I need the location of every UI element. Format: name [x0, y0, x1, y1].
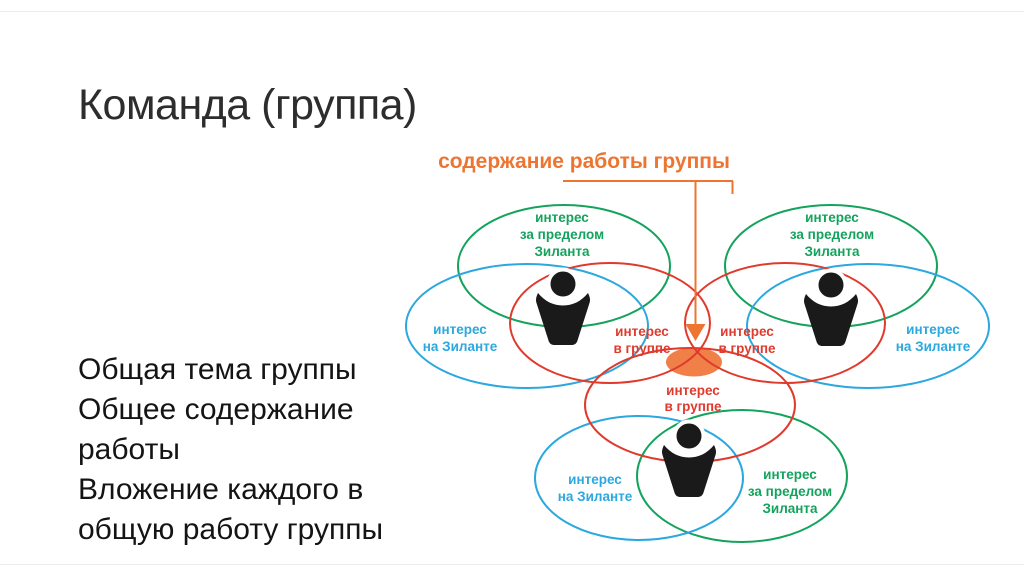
- label-line: Зиланта: [804, 244, 860, 259]
- label-outside-left: интерес за пределом Зиланта: [520, 210, 604, 259]
- bullet-item: Общая тема группы: [78, 353, 357, 386]
- label-line: за пределом: [790, 227, 874, 242]
- bullet-list: Общая тема группы Общее содержание работ…: [78, 350, 463, 550]
- label-line: в группе: [718, 341, 776, 356]
- label-line: интерес: [720, 324, 774, 339]
- label-line: за пределом: [748, 484, 832, 499]
- person-head: [672, 419, 706, 453]
- person-body: [536, 293, 590, 345]
- person-head: [814, 268, 848, 302]
- label-line: за пределом: [520, 227, 604, 242]
- bullet-item: Общее содержание работы: [78, 393, 354, 466]
- label-line: Зиланта: [534, 244, 590, 259]
- label-line: интерес: [906, 322, 960, 337]
- label-line: интерес: [568, 472, 622, 487]
- label-line: интерес: [433, 322, 487, 337]
- label-group-left: интерес в группе: [613, 324, 671, 356]
- person-icon-bottom: [662, 419, 716, 497]
- label-outside-bottom: интерес за пределом Зиланта: [748, 467, 832, 516]
- ellipse-zilant-right: [746, 263, 990, 389]
- label-line: на Зиланте: [896, 339, 971, 354]
- ellipse-group-right: [684, 262, 886, 384]
- ellipse-outside-bottom: [636, 409, 848, 543]
- person-head: [546, 267, 580, 301]
- callout-arrow-head-icon: [685, 324, 706, 341]
- label-line: в группе: [613, 341, 671, 356]
- person-body: [662, 445, 716, 497]
- label-line: интерес: [666, 383, 720, 398]
- slide-bottom-border: [0, 564, 1024, 565]
- label-zilant-bottom: интерес на Зиланте: [558, 472, 633, 504]
- bullet-item: Вложение каждого в общую работу группы: [78, 473, 384, 546]
- label-outside-right: интерес за пределом Зиланта: [790, 210, 874, 259]
- callout-label: содержание работы группы: [438, 150, 730, 173]
- person-icon-right: [804, 268, 858, 346]
- label-line: интерес: [615, 324, 669, 339]
- ellipse-zilant-bottom: [534, 415, 744, 541]
- label-group-bottom: интерес в группе: [664, 383, 722, 414]
- label-line: интерес: [763, 467, 817, 482]
- person-body: [804, 294, 858, 346]
- slide-title: Команда (группа): [78, 80, 417, 129]
- label-group-right: интерес в группе: [718, 324, 776, 356]
- slide-top-border: [0, 11, 1024, 12]
- label-line: Зиланта: [762, 501, 818, 516]
- label-line: на Зиланте: [423, 339, 498, 354]
- label-zilant-right: интерес на Зиланте: [896, 322, 971, 354]
- label-line: интерес: [535, 210, 589, 225]
- label-zilant-left: интерес на Зиланте: [423, 322, 498, 354]
- ellipse-zilant-left: [405, 263, 649, 389]
- ellipse-group-left: [509, 262, 711, 384]
- label-line: в группе: [664, 399, 722, 414]
- shared-interest-blob: [666, 347, 722, 377]
- label-line: интерес: [805, 210, 859, 225]
- label-line: на Зиланте: [558, 489, 633, 504]
- person-icon-left: [536, 267, 590, 345]
